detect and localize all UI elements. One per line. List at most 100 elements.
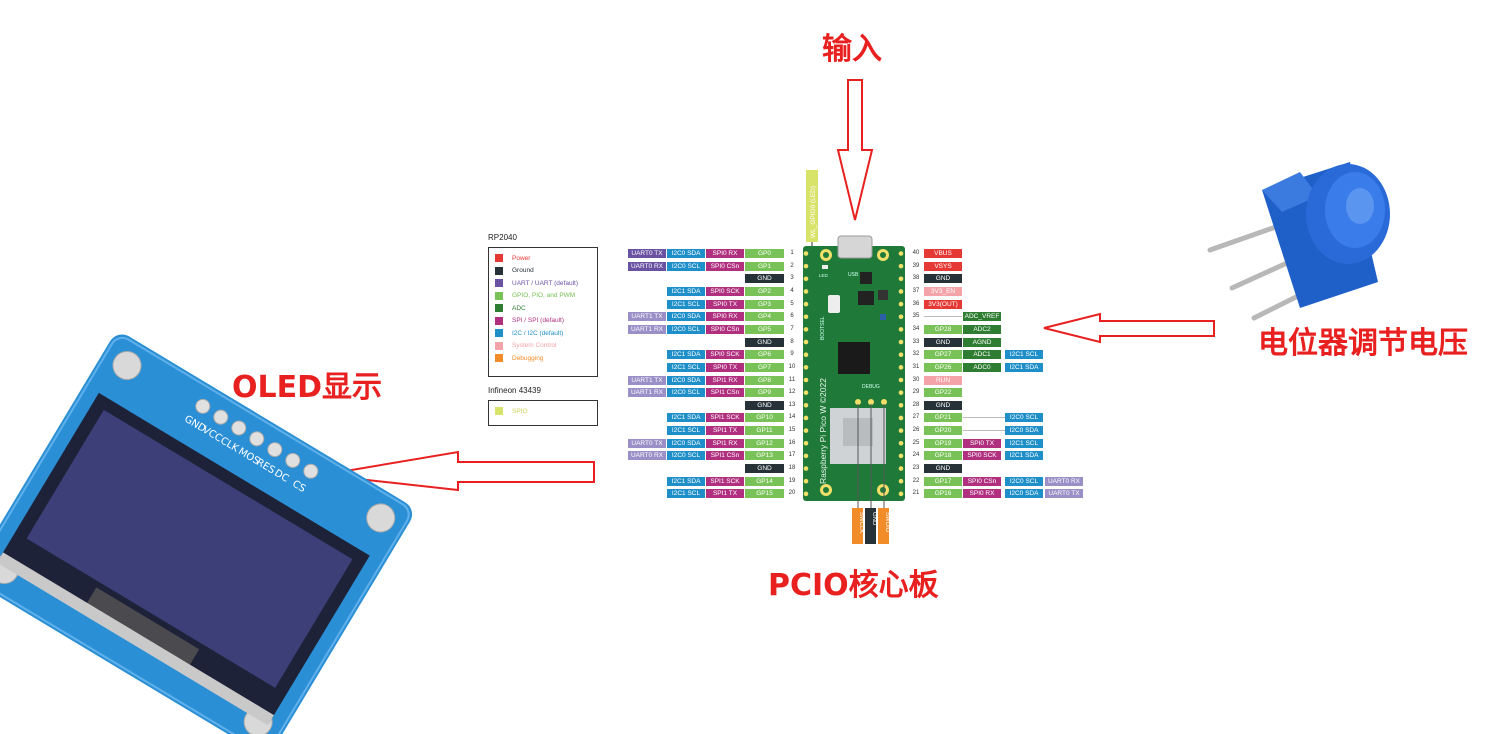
legend-label: Ground [512, 267, 534, 275]
pin-number: 10 [788, 363, 796, 370]
wl-gpio-pin-bg [806, 170, 818, 242]
legend-item: SPI / SPI (default) [489, 315, 597, 328]
legend-item: Ground [489, 265, 597, 278]
pin-number: 11 [788, 376, 796, 383]
legend-swatch [495, 266, 503, 275]
potentiometer-label: 电位器调节电压 [1258, 326, 1468, 361]
pin-pad [898, 251, 904, 256]
gpio-pin-label: GP5 [745, 324, 784, 334]
main-pin-label: GP26 [924, 362, 962, 372]
pin-number: 15 [788, 427, 796, 434]
debug-pin-bg [865, 508, 876, 544]
gnd-pin-label: GND [745, 464, 784, 474]
pin-number: 3 [790, 275, 794, 282]
legend-item: GPIO, PIO, and PWM [489, 290, 597, 303]
pin-function-label: UART0 TX [628, 438, 666, 448]
legend-item: ADC [489, 302, 597, 315]
connector-line [963, 430, 1005, 432]
pin-number: 34 [912, 325, 920, 332]
pin-function-label: I2C1 SDA [667, 350, 705, 360]
pin-function-label: SPI1 RX [706, 438, 744, 448]
pin-pad [898, 352, 904, 358]
legend-swatch [495, 407, 503, 416]
connector-line [963, 417, 1005, 419]
pin-function-label: UART0 RX [628, 261, 666, 271]
oled-mount-hole [112, 350, 142, 380]
legend-swatch [495, 316, 503, 325]
debug-label: DEBUG [862, 384, 880, 390]
gpio-pin-label: GP8 [745, 375, 784, 385]
oled-mount-hole [366, 503, 396, 533]
oled-header-pin [231, 420, 247, 436]
pin-pad [898, 466, 904, 471]
legend-item: Power [489, 252, 597, 265]
main-pin-label: RUN [924, 375, 962, 385]
board-silk-text: Raspberry Pi Pico W ©2022 [818, 378, 828, 484]
gpio-pin-label: GP9 [745, 388, 784, 398]
pin-number: 28 [912, 401, 920, 408]
main-pin-label: GND [924, 274, 962, 284]
pin-pad [803, 251, 809, 256]
pin-number: 9 [790, 351, 794, 358]
pin-function-label: SPI1 TX [706, 489, 744, 499]
wl-gpio-pin-label: WL_GPIO0 (LED) [810, 186, 817, 238]
legend-title: RP2040 [488, 233, 517, 242]
legend-swatch [495, 329, 503, 338]
pin-function-label: SPI0 TX [706, 299, 744, 309]
gpio-pin-label: GP6 [745, 350, 784, 360]
pin-number: 17 [788, 452, 796, 459]
pin-function-label: I2C1 SCL [667, 299, 705, 309]
pin-function-label: SPI1 SCK [706, 413, 744, 423]
pin-function-label: SPI1 SCK [706, 476, 744, 486]
gpio-pin-label: GP10 [745, 413, 784, 423]
pin-pad [803, 453, 809, 459]
pin-pad [898, 415, 904, 421]
pin-pad [898, 327, 904, 332]
main-pin-label: GP28 [924, 324, 962, 334]
main-pin-label: GP27 [924, 350, 962, 360]
pin-function-label: UART1 RX [628, 324, 666, 334]
legend-label: GPIO, PIO, and PWM [512, 292, 576, 300]
pin-number: 5 [790, 300, 794, 307]
legend-swatch [495, 341, 503, 350]
main-pin-label: 3V3_EN [924, 286, 962, 296]
pin-function-label: UART1 TX [628, 375, 666, 385]
pin-number: 20 [788, 490, 796, 497]
pin-function-label: UART0 RX [1045, 476, 1083, 486]
pin-function-label: I2C1 SDA [667, 413, 705, 423]
pin-pad [803, 365, 809, 370]
pin-function-label: I2C1 SCL [667, 489, 705, 499]
pin-number: 4 [790, 287, 794, 294]
pin-number: 21 [912, 490, 920, 497]
pin-function-label: I2C0 SCL [1005, 476, 1043, 486]
pin-number: 23 [912, 465, 920, 472]
pin-function-label: I2C0 SCL [667, 388, 705, 398]
debug-pin-bg [852, 508, 863, 544]
legend-item: Debugging [489, 352, 597, 365]
legend-label: Power [512, 254, 531, 262]
pin-pad [803, 440, 809, 446]
pin-pad [898, 263, 904, 269]
pin-function-label: ADC_VREF [963, 312, 1001, 322]
main-pin-label: 3V3(OUT) [924, 299, 962, 309]
connector-line [924, 316, 962, 318]
pin-function-label: SPI0 CSn [706, 261, 744, 271]
pin-number: 37 [912, 287, 920, 294]
pin-function-label: I2C1 SCL [1005, 438, 1043, 448]
oled-header-pin [285, 452, 301, 468]
pin-function-label: SPI0 RX [706, 312, 744, 322]
oled-header-pin [303, 463, 319, 479]
pin-function-label: I2C0 SDA [667, 249, 705, 258]
gpio-pin-label: GP11 [745, 426, 784, 436]
pin-pad [803, 289, 809, 294]
pin-function-label: SPI1 RX [706, 375, 744, 385]
pin-function-label: SPI0 SCK [706, 350, 744, 360]
debug-pin-label: GND [871, 512, 877, 526]
pin-function-label: I2C1 SDA [667, 476, 705, 486]
main-pin-label: GP19 [924, 438, 962, 448]
pin-function-label: AGND [963, 337, 1001, 347]
